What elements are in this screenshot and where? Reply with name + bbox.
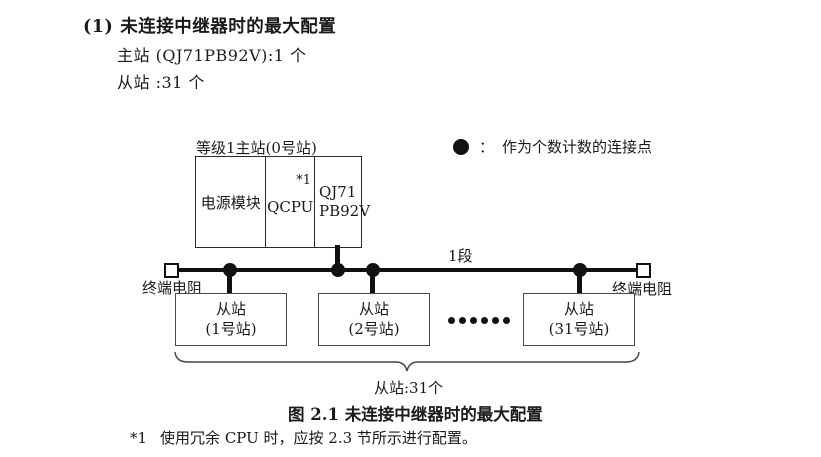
slave2-station: (2号站): [348, 319, 400, 338]
slave1-name: 从站: [215, 300, 246, 318]
connection-point-master: [331, 263, 345, 277]
slave2-drop-line: [370, 270, 375, 294]
terminating-resistor-left-icon: [164, 263, 179, 278]
slave31-name: 从站: [563, 300, 594, 318]
segment-label: 1段: [448, 247, 473, 265]
footnote-text: 使用冗余 CPU 时，应按 2.3 节所示进行配置。: [160, 429, 477, 447]
legend: ： 作为个数计数的连接点: [453, 136, 652, 157]
figure-caption: 图 2.1 未连接中继器时的最大配置: [288, 405, 543, 424]
section-number: (1): [83, 17, 114, 37]
brace: [174, 351, 640, 372]
slave1-drop-line: [227, 270, 232, 294]
slave1-station: (1号站): [205, 319, 257, 338]
connection-point-icon: [453, 138, 469, 155]
master-count-line: 主站 (QJ71PB92V):1 个: [117, 46, 307, 65]
slave-station-1-box: 从站 (1号站): [175, 293, 287, 346]
power-module-cell: 电源模块: [200, 193, 261, 212]
slave-station-2-box: 从站 (2号站): [318, 293, 430, 346]
slave2-name: 从站: [358, 300, 389, 318]
footnote: *1 使用冗余 CPU 时，应按 2.3 节所示进行配置。: [130, 427, 477, 448]
qcpu-cell: *1 QCPU: [265, 157, 314, 247]
slave-count-line: 从站 :31 个: [117, 73, 205, 92]
legend-text: 作为个数计数的连接点: [502, 138, 653, 156]
section-heading: (1) 未连接中继器时的最大配置: [83, 13, 336, 38]
terminating-resistor-left-label: 终端电阻: [142, 279, 203, 297]
master-drop-line: [335, 245, 340, 270]
footnote-mark-ref: *1: [296, 173, 311, 188]
slave31-drop-line: [577, 270, 582, 294]
slave-station-31-box: 从站 (31号站): [523, 293, 635, 346]
bus-segment-line: [176, 268, 638, 272]
qj71pb92v-line2: PB92V: [319, 202, 371, 220]
master-station-box: 电源模块 *1 QCPU QJ71 PB92V: [195, 156, 370, 248]
master-station-label: 等级1主站(0号站): [196, 139, 317, 157]
slave31-station: (31号站): [548, 319, 610, 338]
ellipsis-dots-icon: [448, 317, 510, 324]
legend-separator: ：: [479, 138, 495, 156]
qj71pb92v-line1: QJ71: [319, 183, 357, 202]
qcpu-label: QCPU: [267, 198, 314, 216]
footnote-mark: *1: [130, 429, 148, 447]
section-title: 未连接中继器时的最大配置: [120, 17, 337, 37]
slave-total-label: 从站:31个: [374, 379, 444, 397]
terminating-resistor-right-icon: [636, 263, 651, 278]
qj71pb92v-cell: QJ71 PB92V: [314, 157, 370, 247]
